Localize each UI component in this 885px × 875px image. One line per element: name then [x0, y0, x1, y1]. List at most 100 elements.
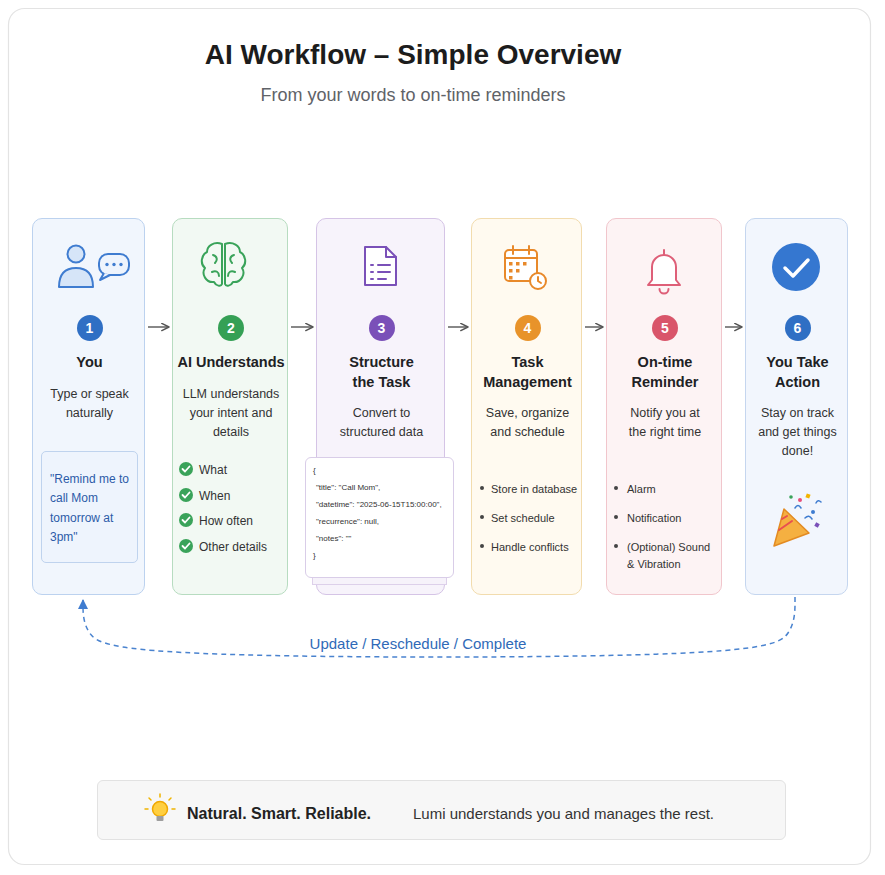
code-line: } — [313, 550, 443, 562]
calendar-day — [516, 262, 520, 266]
calendar-day — [509, 276, 513, 280]
connector-label: Update / Reschedule / Complete — [310, 635, 527, 653]
popper-cone — [774, 509, 809, 546]
calendar-day — [509, 269, 513, 273]
step-card: Structure the TaskConvert to structured … — [316, 218, 445, 595]
check-mark — [183, 544, 190, 549]
person-head — [68, 246, 85, 263]
clock-face — [530, 273, 546, 289]
flow-arrow — [585, 326, 603, 327]
code-line: "datetime": "2025-06-15T15:00:00", — [316, 499, 446, 511]
confetti — [814, 522, 819, 527]
document-icon — [365, 247, 396, 285]
confetti-streamer — [795, 501, 821, 519]
chat-bubble — [99, 254, 129, 275]
subtitle: From your words to on-time reminders — [113, 84, 713, 106]
person-chat-icon — [59, 246, 129, 288]
document-lines — [371, 265, 390, 279]
check-disc — [179, 462, 193, 476]
bullet-item: Alarm — [627, 481, 717, 498]
step-number-text: 5 — [652, 315, 678, 341]
step-number: 3 — [369, 315, 395, 341]
bell-body — [648, 255, 680, 285]
tagline-heading: Natural. Smart. Reliable. — [187, 805, 407, 823]
outer-frame — [9, 9, 871, 865]
step-description: Save, organize and schedule — [478, 404, 578, 442]
confetti — [805, 493, 810, 498]
step-heading: AI Understands — [175, 352, 287, 372]
step-number: 1 — [77, 315, 103, 341]
step-heading: You Take Action — [753, 352, 843, 392]
code-line: "title": "Call Mom", — [316, 482, 446, 494]
bell-icon — [648, 250, 680, 294]
bullet-dot — [480, 515, 484, 519]
calendar-body — [505, 250, 537, 281]
step-number-text: 1 — [77, 315, 103, 341]
brain-right — [225, 243, 245, 286]
step-number-text: 2 — [218, 315, 244, 341]
check-disc — [179, 513, 193, 527]
step-number: 2 — [218, 315, 244, 341]
brain-fold — [213, 255, 217, 263]
bulb-glass — [153, 802, 168, 817]
code-line: "notes": "" — [316, 533, 446, 545]
bulb-rays — [145, 794, 175, 809]
tagline-banner: Natural. Smart. Reliable. Lumi understand… — [97, 780, 786, 840]
step-card: On-time ReminderNotify you at the right … — [606, 218, 722, 595]
check-mark — [183, 518, 190, 523]
checklist-item: When — [199, 488, 287, 504]
example-input: "Remind me to call Mom tomorrow at 3pm" — [50, 470, 136, 548]
step-description: LLM understands your intent and details — [182, 385, 280, 442]
calendar-rings — [513, 246, 529, 254]
flow-arrow — [291, 326, 313, 327]
step-heading: You — [40, 352, 140, 372]
confetti — [798, 498, 802, 502]
calendar-day — [516, 269, 520, 273]
bullet-item: Notification — [627, 510, 717, 527]
step-number-text: 4 — [515, 315, 541, 341]
calendar-bar — [505, 257, 537, 259]
calendar-day — [509, 262, 513, 266]
step-description: Stay on track and get things done! — [753, 404, 843, 461]
bullet-dot — [614, 515, 618, 519]
code-line: { — [313, 465, 443, 477]
popper-stripes — [779, 516, 792, 530]
calendar-icon — [505, 246, 546, 289]
checklist-item: What — [199, 462, 287, 478]
brain-fold — [230, 255, 234, 263]
step-number: 4 — [515, 315, 541, 341]
step-card: You Take ActionStay on track and get thi… — [745, 218, 848, 595]
person-body — [59, 268, 93, 287]
step-description: Convert to structured data — [330, 404, 434, 442]
chat-dot — [105, 263, 108, 266]
check-disc — [772, 243, 820, 291]
chat-dot — [112, 263, 115, 266]
code-line: "recurrence": null, — [316, 516, 446, 528]
confetti — [811, 510, 815, 514]
bullet-dot — [614, 486, 618, 490]
step-card: YouType or speak naturally1"Remind me to… — [32, 218, 145, 595]
bullet-item: (Optional) Sound & Vibration — [627, 539, 713, 573]
check-disc — [179, 539, 193, 553]
clock-hands — [538, 277, 541, 283]
step-heading: Structure the Task — [340, 352, 424, 392]
step-card: AI UnderstandsLLM understands your inten… — [172, 218, 288, 595]
document-sheet — [365, 247, 396, 285]
flow-arrow — [725, 326, 742, 327]
checklist-item: Other details — [199, 539, 287, 555]
bullet-item: Handle conflicts — [491, 539, 581, 556]
bullet-item: Store in database — [491, 481, 581, 498]
lightbulb-icon — [145, 794, 175, 821]
step-heading: Task Management — [476, 352, 580, 392]
chat-tail — [100, 273, 110, 280]
checklist-item: How often — [199, 513, 287, 529]
tagline-text: Lumi understands you and manages the res… — [413, 805, 773, 823]
check-mark — [785, 260, 808, 276]
step-number-text: 6 — [785, 315, 811, 341]
flow-arrow — [148, 326, 169, 327]
check-disc — [179, 488, 193, 502]
